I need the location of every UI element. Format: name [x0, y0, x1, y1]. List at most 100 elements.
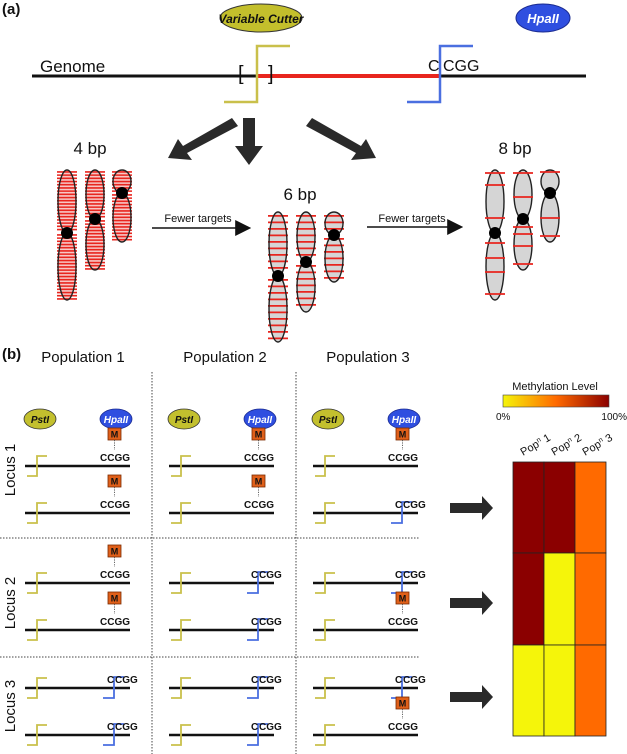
methyl-label: M: [399, 430, 407, 440]
chromosome-arm: [514, 170, 532, 219]
chromosome-arm: [486, 233, 504, 300]
ccgg-c: C: [395, 500, 402, 511]
hpaii-cut-mark: [391, 501, 412, 524]
centromere: [517, 213, 529, 225]
locus-label-1: Locus 1: [2, 444, 19, 497]
pst-cut-mark: [27, 502, 47, 524]
pst-cut-mark: [27, 677, 47, 699]
ccgg-site: CCGG: [100, 453, 130, 464]
ccgg-rest: CGG: [403, 500, 426, 511]
ccgg-rest: CGG: [403, 675, 426, 686]
heatmap-column-label-1: Popn 1: [519, 432, 553, 459]
chromosome-set-4bp: [57, 169, 132, 301]
population-header-2: Population 2: [183, 349, 266, 366]
heatmap-column-label-3: Popn 3: [581, 432, 615, 459]
heatmap-cell-locus1-pop3: [574, 461, 607, 554]
pst-cut-mark: [315, 677, 335, 699]
ccgg-site: CCGG: [388, 722, 418, 733]
ccgg-c: C: [428, 58, 440, 75]
hpaii-cut-mark: [103, 676, 124, 699]
pst-cut-mark: [315, 455, 335, 477]
centromere: [328, 229, 340, 241]
methyl-label: M: [111, 594, 119, 604]
centromere: [489, 227, 501, 239]
ccgg-site: CCGG: [100, 570, 130, 581]
heatmap-cell-locus3-pop1: [512, 644, 545, 737]
ccgg-site: CCGG: [100, 500, 130, 511]
methyl-label: M: [255, 477, 263, 487]
chromosome: [485, 169, 505, 301]
pst-cut-mark: [27, 455, 47, 477]
chromosome: [85, 169, 105, 271]
pst-cut-mark: [171, 502, 191, 524]
site-right-bracket: ]: [268, 63, 274, 85]
genome-label: Genome: [40, 57, 105, 76]
population-header-3: Population 3: [326, 349, 409, 366]
pst-cut-mark: [171, 619, 191, 641]
chromosome-arm: [86, 219, 104, 270]
hpaii-cut-mark: [247, 676, 268, 699]
pst-cut-mark: [27, 724, 47, 746]
group-label-8bp: 8 bp: [498, 139, 531, 158]
grid-dividers: [0, 372, 420, 754]
chromosome-set-6bp: [268, 211, 344, 343]
heatmap-cell-locus2-pop2: [543, 552, 576, 646]
pst-ellipse: [23, 408, 57, 430]
enzyme-badges: PstI HpaII PstI HpaII PstI HpaII: [23, 408, 421, 430]
ccgg-rest: CGG: [115, 722, 138, 733]
centromere: [116, 187, 128, 199]
methyl-label: M: [111, 477, 119, 487]
pst-label: PstI: [31, 415, 50, 426]
hpaii-cut-mark: [247, 571, 268, 594]
chromosome: [540, 169, 560, 243]
pst-cut-mark: [315, 724, 335, 746]
chromosome: [324, 211, 344, 283]
heatmap-cell-locus2-pop3: [574, 552, 607, 646]
methyl-label: M: [111, 430, 119, 440]
hpaii-cut-mark: [407, 44, 473, 104]
ccgg-rest: CGG: [259, 570, 282, 581]
hpaii-badge: HpaII: [99, 408, 133, 430]
heatmap-cell-locus2-pop1: [512, 552, 545, 646]
hpaii-label: HpaII: [248, 415, 273, 426]
pst-cut-mark: [171, 677, 191, 699]
centromere: [544, 187, 556, 199]
chromosome: [296, 211, 316, 313]
pst-ellipse: [311, 408, 345, 430]
arrow-to-8bp: [306, 118, 376, 160]
pst-badge: PstI: [311, 408, 345, 430]
arrow-to-6bp: [235, 118, 263, 165]
group-label-4bp: 4 bp: [73, 139, 106, 158]
methyl-label: M: [111, 547, 119, 557]
pst-cut-mark: [27, 572, 47, 594]
pst-label: PstI: [175, 415, 194, 426]
ccgg-rest: CGG: [259, 675, 282, 686]
locus-label-2: Locus 2: [2, 577, 19, 630]
pst-cut-mark: [315, 572, 335, 594]
ccgg-site: CCGG: [100, 617, 130, 628]
ccgg-site: CCGG: [244, 453, 274, 464]
locus-label-3: Locus 3: [2, 680, 19, 733]
arrow-locus-2: [450, 591, 493, 615]
chromosome: [513, 169, 533, 271]
hpaii-badge: HpaII: [387, 408, 421, 430]
ccgg-rest: CGG: [259, 617, 282, 628]
ccgg-c: C: [395, 570, 402, 581]
centromere: [89, 213, 101, 225]
chromosome: [268, 211, 288, 343]
legend-gradient-bar: [502, 394, 610, 408]
centromere: [272, 270, 284, 282]
chromosome: [112, 169, 132, 243]
pst-cut-mark: [27, 619, 47, 641]
hpaii-cut-mark: [103, 723, 124, 746]
ccgg-rest: CGG: [443, 58, 479, 75]
pst-badge: PstI: [167, 408, 201, 430]
